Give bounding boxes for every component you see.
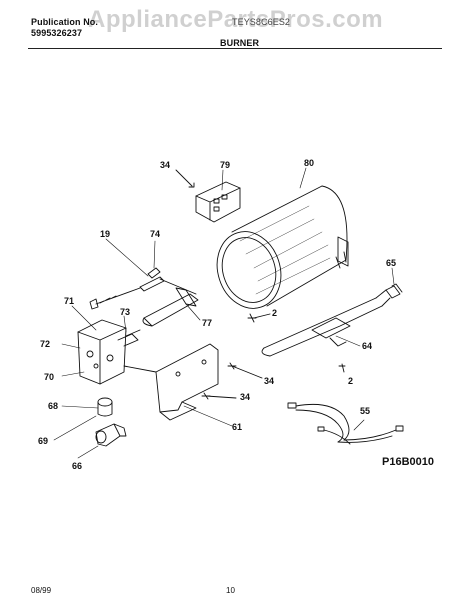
callout-leaders: [53, 167, 395, 459]
callout-69: 69: [38, 436, 48, 446]
callout-labels: 34 79 80 19 74 71 73 77 2 65 72 70 34 64…: [38, 158, 396, 471]
callout-71: 71: [64, 296, 74, 306]
drawing-id: P16B0010: [382, 456, 434, 468]
publication-label: Publication No.: [31, 17, 99, 27]
callout-61: 61: [232, 422, 242, 432]
part-34-screw-mid: [227, 362, 263, 379]
model-code: TEYS8C6ES2: [232, 17, 291, 27]
part-34-screw-top: [175, 169, 195, 188]
part-74-igniter: [139, 267, 197, 295]
watermark-text: AppliancePartsPros.com: [88, 6, 384, 33]
footer-date: 08/99: [31, 586, 52, 595]
callout-65: 65: [386, 258, 396, 268]
part-79-bracket: [195, 181, 241, 223]
part-34-screw-low: [201, 392, 237, 400]
callout-34-top: 34: [160, 160, 170, 170]
callout-55: 55: [360, 406, 370, 416]
callout-2-upper: 2: [272, 308, 277, 318]
callout-34-mid: 34: [264, 376, 274, 386]
callout-70: 70: [44, 372, 54, 382]
part-80-burner-funnel: [216, 185, 349, 309]
header-divider: [28, 48, 442, 49]
callout-77: 77: [202, 318, 212, 328]
callout-64: 64: [362, 341, 372, 351]
part-65-orifice: [385, 283, 403, 299]
callout-66: 66: [72, 461, 82, 471]
callout-19: 19: [100, 229, 110, 239]
part-61-mounting-bracket: [123, 343, 219, 421]
page-number: 10: [226, 586, 235, 595]
callout-79: 79: [220, 160, 230, 170]
callout-72: 72: [40, 339, 50, 349]
part-55-wire-harness: [287, 402, 404, 445]
part-19-igniter-wire: [89, 287, 141, 310]
section-title: BURNER: [220, 38, 260, 48]
part-2-screw-lower: [338, 363, 346, 373]
callout-68: 68: [48, 401, 58, 411]
callout-80: 80: [304, 158, 314, 168]
callout-73: 73: [120, 307, 130, 317]
publication-number: 5995326237: [31, 28, 83, 38]
callout-74: 74: [150, 229, 160, 239]
part-71-gas-valve: [77, 319, 141, 385]
callout-2-lower: 2: [348, 376, 353, 386]
part-66-elbow: [95, 423, 127, 447]
part-64-manifold-pipe: [261, 289, 391, 357]
part-77-flame-sensor: [142, 287, 199, 327]
part-2-screw-upper: [247, 313, 271, 323]
callout-34-low: 34: [240, 392, 250, 402]
part-68-fitting: [97, 397, 113, 417]
